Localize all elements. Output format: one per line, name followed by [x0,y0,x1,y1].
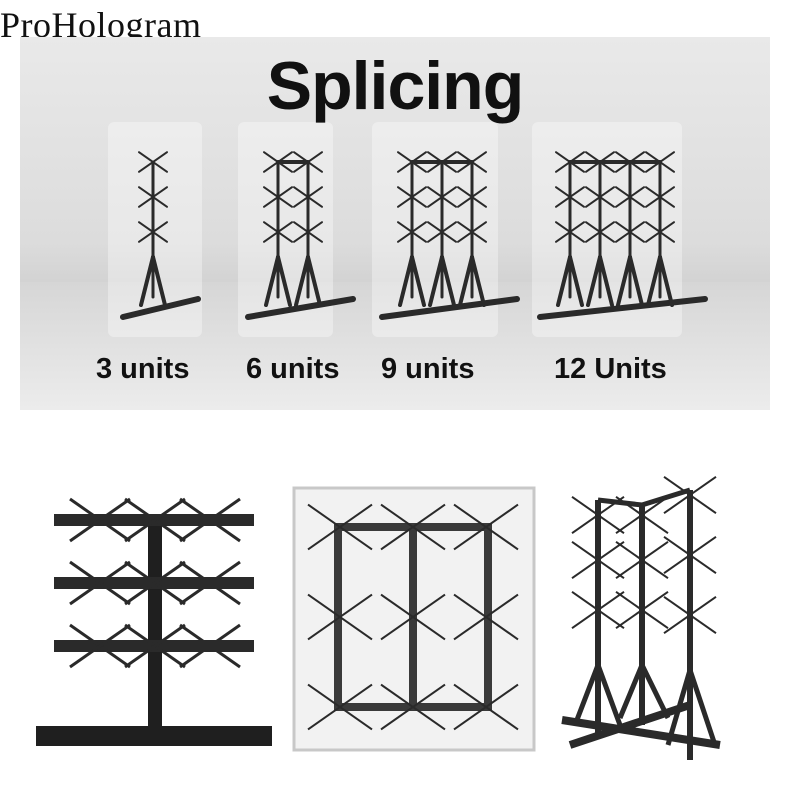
caption-6-units: 6 units [246,353,340,385]
caption-3-units: 3 units [96,353,190,385]
banner-title: Splicing [266,48,524,124]
caption-9-units: 9 units [381,353,475,385]
caption-12-units: 12 Units [554,353,667,385]
stand-illustrations [120,151,708,320]
fan-rack-3d-icon [561,475,721,760]
splicing-banner: Splicing 3 units 6 units 9 units 12 Unit… [20,37,770,410]
fan-array-panel-icon [292,486,536,752]
fan-array-wall-icon [36,497,272,746]
